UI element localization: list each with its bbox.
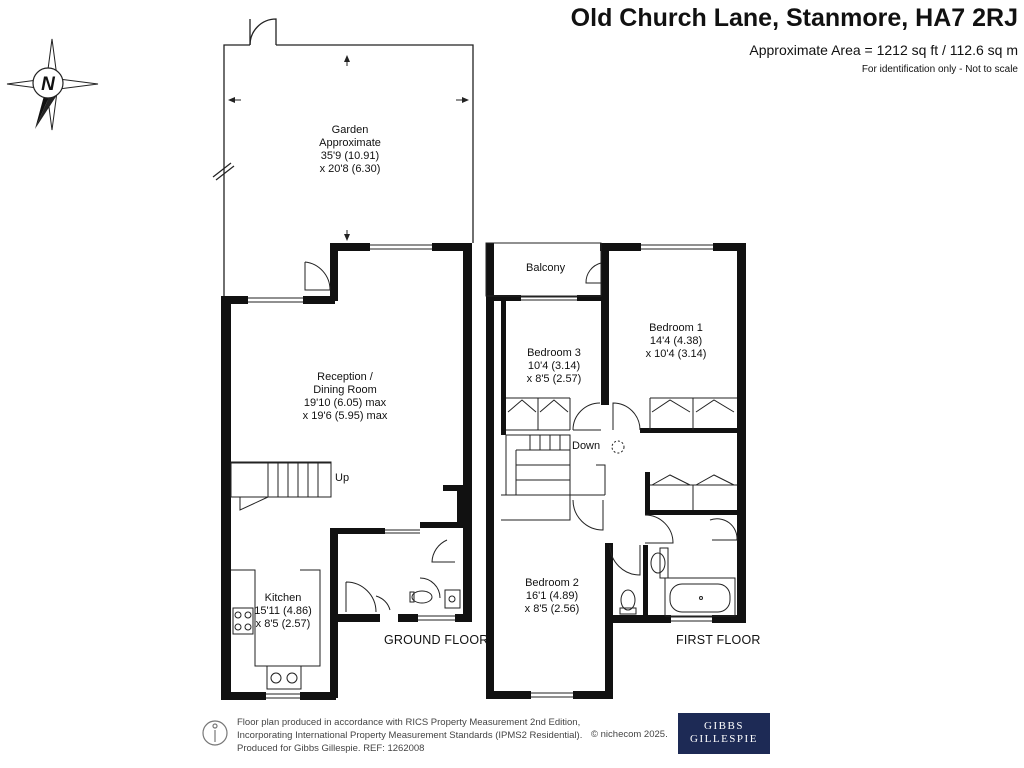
stairs-down-label: Down [572, 440, 601, 452]
stairs-up-label: Up [335, 472, 350, 484]
bedroom-1-label: Bedroom 1 14'4 (4.38) x 10'4 (3.14) [645, 322, 707, 360]
first-floor-walls [486, 243, 746, 699]
ground-floor-fixtures [230, 244, 461, 699]
copyright-notice: © nichecom 2025. [591, 729, 668, 740]
bedroom-3-label: Bedroom 3 10'4 (3.14) x 8'5 (2.57) [526, 347, 582, 385]
scale-disclaimer: For identification only - Not to scale [861, 64, 1018, 75]
rics-disclaimer: Floor plan produced in accordance with R… [237, 717, 583, 754]
approximate-area: Approximate Area = 1212 sq ft / 112.6 sq… [749, 42, 1018, 58]
agent-logo: GIBBS GILLESPIE [678, 713, 770, 754]
ground-floor-walls [221, 243, 472, 700]
garden-label: Garden Approximate 35'9 (10.91) x 20'8 (… [319, 124, 381, 175]
reception-label: Reception / Dining Room 19'10 (6.05) max… [302, 371, 388, 422]
property-address-title: Old Church Lane, Stanmore, HA7 2RJ [570, 4, 1018, 32]
kitchen-label: Kitchen 15'11 (4.86) x 8'5 (2.57) [254, 592, 312, 630]
garden-boundary [223, 18, 474, 297]
compass-n-label: N [41, 74, 56, 95]
first-floor-fixtures [485, 242, 738, 698]
bedroom-2-label: Bedroom 2 16'1 (4.89) x 8'5 (2.56) [524, 577, 580, 615]
certification-icon [202, 720, 228, 746]
north-compass-icon: N [6, 38, 99, 131]
balcony-label: Balcony [526, 262, 566, 274]
first-floor-label: FIRST FLOOR [676, 633, 761, 647]
garden-dimension-arrows [228, 55, 469, 241]
ground-floor-label: GROUND FLOOR [384, 633, 489, 647]
